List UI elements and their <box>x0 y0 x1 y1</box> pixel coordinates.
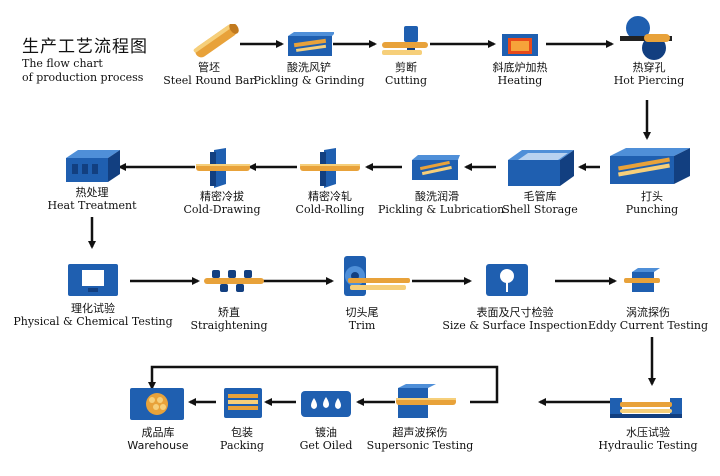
oil-drops-icon <box>301 391 351 417</box>
step-label-cn: 精密冷轧 <box>308 190 352 203</box>
step-cutting: 剪断 Cutting <box>368 61 444 88</box>
step-size-surface-inspection: 表面及尺寸检验 Size & Surface Inspection <box>440 306 590 333</box>
title-chinese: 生产工艺流程图 <box>22 37 148 57</box>
step-label-cn: 水压试验 <box>626 426 670 439</box>
step-label-en: Supersonic Testing <box>366 439 474 452</box>
round-bar-icon <box>193 24 239 58</box>
step-label-cn: 热穿孔 <box>632 61 666 74</box>
step-label-cn: 表面及尺寸检验 <box>476 306 554 319</box>
bundle-icon <box>224 388 262 418</box>
step-shell-storage: 毛管库 Shell Storage <box>494 190 586 217</box>
eddy-current-icon <box>624 268 660 292</box>
step-punching: 打头 Punching <box>610 190 694 217</box>
step-label-en: Cold-Drawing <box>183 203 261 216</box>
step-label-cn: 超声波探伤 <box>392 426 448 439</box>
step-cold-rolling: 精密冷轧 Cold-Rolling <box>288 190 372 217</box>
step-label-cn: 涡流探伤 <box>626 306 670 319</box>
furnace-icon <box>502 34 538 56</box>
warehouse-icon <box>130 388 184 420</box>
step-label-en: Warehouse <box>127 439 189 452</box>
step-label-en: Eddy Current Testing <box>587 319 709 332</box>
step-heating: 斜底炉加热 Heating <box>478 61 562 88</box>
step-label-en: Steel Round Bar <box>163 74 255 87</box>
step-label-cn: 热处理 <box>75 186 109 199</box>
step-label-cn: 包装 <box>231 426 253 439</box>
step-label-en: Size & Surface Inspection <box>442 319 588 332</box>
step-label-en: Cutting <box>385 74 427 87</box>
step-label-en: Packing <box>220 439 264 452</box>
step-label-en: Heating <box>497 74 543 87</box>
step-label-en: Pickling & Lubrication <box>378 203 505 216</box>
step-pickling-lubrication: 酸洗润滑 Pickling & Lubrication <box>378 190 505 217</box>
title-english: The flow chart of production process <box>22 57 162 85</box>
step-label-cn: 矫直 <box>218 306 240 319</box>
trim-saw-icon <box>344 256 410 296</box>
step-pickling-grinding: 酸洗风铲 Pickling & Grinding <box>250 61 368 88</box>
bypass-loop <box>148 365 499 404</box>
step-get-oiled: 镀油 Get Oiled <box>286 426 366 453</box>
step-supersonic-testing: 超声波探伤 Supersonic Testing <box>364 426 476 453</box>
step-packing: 包装 Packing <box>206 426 278 453</box>
step-label-en: Hydraulic Testing <box>598 439 698 452</box>
lubrication-tank-icon <box>412 155 460 180</box>
step-label-en: Cold-Rolling <box>295 203 365 216</box>
step-label-cn: 精密冷拔 <box>200 190 244 203</box>
step-label-en: Straightening <box>190 319 268 332</box>
step-label-en: Physical & Chemical Testing <box>13 315 173 328</box>
step-label-en: Heat Treatment <box>47 199 137 212</box>
cold-rolling-icon <box>300 148 360 188</box>
step-label-cn: 毛管库 <box>523 190 557 203</box>
step-label-cn: 切头尾 <box>345 306 379 319</box>
ultrasonic-tester-icon <box>396 384 456 418</box>
title-english-line1: The flow chart <box>22 57 103 70</box>
step-label-en: Hot Piercing <box>613 74 685 87</box>
cold-drawing-icon <box>196 148 250 188</box>
step-warehouse: 成品库 Warehouse <box>118 426 198 453</box>
inspection-lamp-icon <box>486 264 528 296</box>
heat-treatment-furnace-icon <box>66 150 120 182</box>
step-cold-drawing: 精密冷拔 Cold-Drawing <box>178 190 266 217</box>
step-physical-chemical-testing: 理化试验 Physical & Chemical Testing <box>10 302 176 329</box>
step-label-cn: 管坯 <box>198 61 220 74</box>
step-label-cn: 镀油 <box>315 426 337 439</box>
step-hot-piercing: 热穿孔 Hot Piercing <box>606 61 692 88</box>
step-label-cn: 酸洗风铲 <box>287 61 331 74</box>
step-eddy-current-testing: 涡流探伤 Eddy Current Testing <box>586 306 710 333</box>
step-label-cn: 酸洗润滑 <box>415 190 459 203</box>
step-heat-treatment: 热处理 Heat Treatment <box>44 186 140 213</box>
hydraulic-tester-icon <box>610 398 682 418</box>
shell-storage-icon <box>508 150 574 186</box>
step-label-cn: 打头 <box>641 190 663 203</box>
step-label-cn: 理化试验 <box>71 302 115 315</box>
title-english-line2: of production process <box>22 71 144 84</box>
step-label-cn: 成品库 <box>141 426 175 439</box>
straightening-rollers-icon <box>204 270 264 292</box>
step-trim: 切头尾 Trim <box>330 306 394 333</box>
step-label-en: Trim <box>348 319 376 332</box>
pickling-grinding-icon <box>288 32 334 56</box>
punching-icon <box>610 148 690 184</box>
step-label-cn: 斜底炉加热 <box>492 61 548 74</box>
step-label-en: Shell Storage <box>502 203 578 216</box>
step-label-en: Get Oiled <box>299 439 353 452</box>
cutting-icon <box>382 26 428 55</box>
step-steel-round-bar: 管坯 Steel Round Bar <box>154 61 264 88</box>
step-hydraulic-testing: 水压试验 Hydraulic Testing <box>592 426 704 453</box>
step-label-en: Pickling & Grinding <box>253 74 365 87</box>
step-label-en: Punching <box>625 203 679 216</box>
monitor-icon <box>68 264 118 296</box>
step-straightening: 矫直 Straightening <box>186 306 272 333</box>
piercing-rolls-icon <box>620 16 672 60</box>
step-label-cn: 剪断 <box>395 61 417 74</box>
